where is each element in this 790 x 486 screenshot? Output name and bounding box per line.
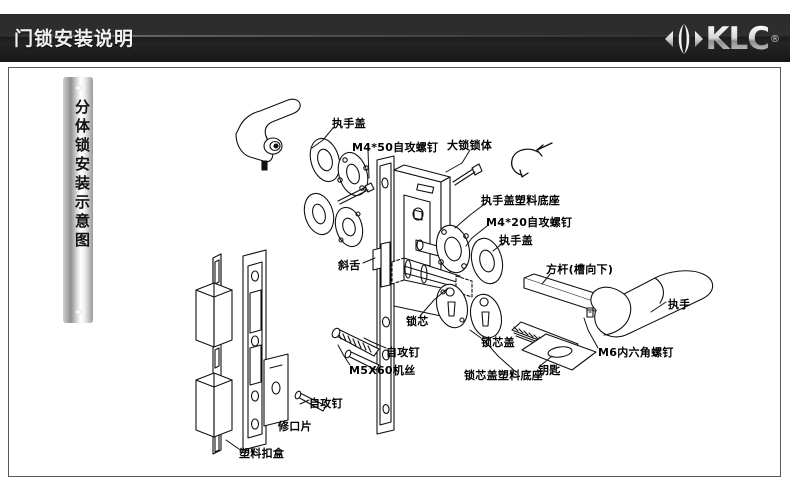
callout-plastic-strike-box: 塑料扣盒 [239, 447, 285, 460]
callout-self-tapping-screw-2: 自攻钉 [309, 397, 343, 410]
diagram-frame [8, 67, 781, 477]
brand-name: KLC [705, 20, 770, 57]
callout-lock-cylinder: 锁芯 [406, 315, 429, 328]
header-sheen-divider [0, 35, 790, 37]
plate-screw-hole-bottom [75, 310, 81, 314]
callout-handle-cover-right: 执手盖 [499, 234, 533, 247]
plate-screw-hole-top [75, 86, 81, 90]
app-header-bar: 门锁安装说明 KLC ® [0, 14, 790, 62]
callout-machine-screw-m5x60: M5X60机丝 [349, 364, 416, 377]
callout-key: 钥匙 [538, 364, 561, 377]
side-caption-plate: 分体锁安装示意图 [63, 77, 93, 323]
callout-self-tapping-screw-1: 自攻钉 [386, 346, 420, 359]
callout-cylinder-cover: 锁芯盖 [481, 336, 515, 349]
callout-latch-bolt: 斜舌 [338, 259, 361, 272]
klc-diamond-lens-icon [665, 24, 704, 54]
callout-square-spindle: 方杆(槽向下) [546, 263, 614, 276]
callout-lever-handle: 执手 [668, 298, 691, 311]
callout-cylinder-cover-base: 锁芯盖塑料底座 [464, 369, 544, 382]
registered-trademark-icon: ® [770, 33, 780, 45]
callout-handle-cover-base: 执手盖塑料底座 [481, 194, 561, 207]
side-caption-text: 分体锁安装示意图 [73, 99, 91, 251]
callout-main-lock-body: 大锁锁体 [447, 139, 493, 152]
callout-handle-cover-top: 执手盖 [332, 117, 366, 130]
callout-strike-trim-plate: 修口片 [278, 420, 312, 433]
callout-screw-m4-20: M4*20自攻螺钉 [486, 216, 573, 229]
callout-screw-m4-50: M4*50自攻螺钉 [352, 141, 439, 154]
callout-hex-socket-screw-m6: M6内六角螺钉 [598, 346, 674, 359]
page-title: 门锁安装说明 [14, 28, 135, 50]
brand-logo: KLC ® [663, 19, 780, 59]
